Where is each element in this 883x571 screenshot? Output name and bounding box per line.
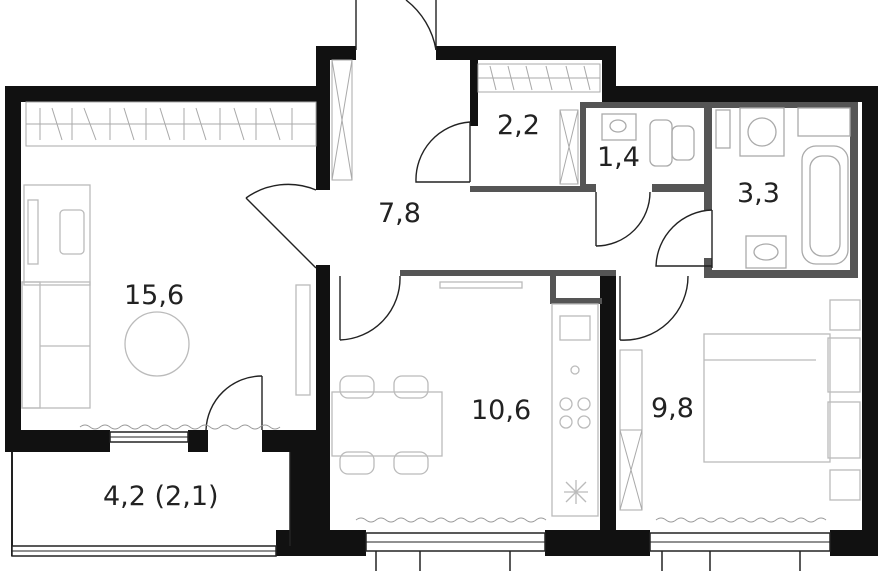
doors: [205, 0, 713, 431]
window-bedroom: [649, 532, 831, 571]
hall-area: 7,8: [378, 198, 421, 229]
kitchen-furniture: [331, 281, 599, 517]
living-room-area: 15,6: [124, 280, 185, 311]
bathroom-fixtures: [739, 107, 851, 269]
living-furniture: [21, 184, 311, 409]
wardrobe-bedroom: [619, 349, 643, 511]
storage-area: 2,2: [497, 110, 540, 141]
balcony: [11, 452, 291, 557]
radiators: [79, 424, 827, 523]
exterior-walls: [5, 46, 878, 556]
kitchen-area: 10,6: [471, 395, 532, 426]
storage-shelf: [477, 63, 601, 185]
toilet-area: 1,4: [597, 142, 640, 173]
balcony-area: 4,2 (2,1): [103, 481, 219, 512]
bedroom-area: 9,8: [651, 393, 694, 424]
bedroom-furniture: [703, 299, 861, 501]
wardrobe-hall: [331, 59, 353, 181]
bathroom-area: 3,3: [737, 178, 780, 209]
partitions: [400, 102, 858, 304]
toilet-fixtures: [601, 109, 731, 167]
window-living: [109, 431, 189, 443]
window-kitchen: [365, 532, 546, 571]
wardrobe-living: [25, 101, 317, 147]
